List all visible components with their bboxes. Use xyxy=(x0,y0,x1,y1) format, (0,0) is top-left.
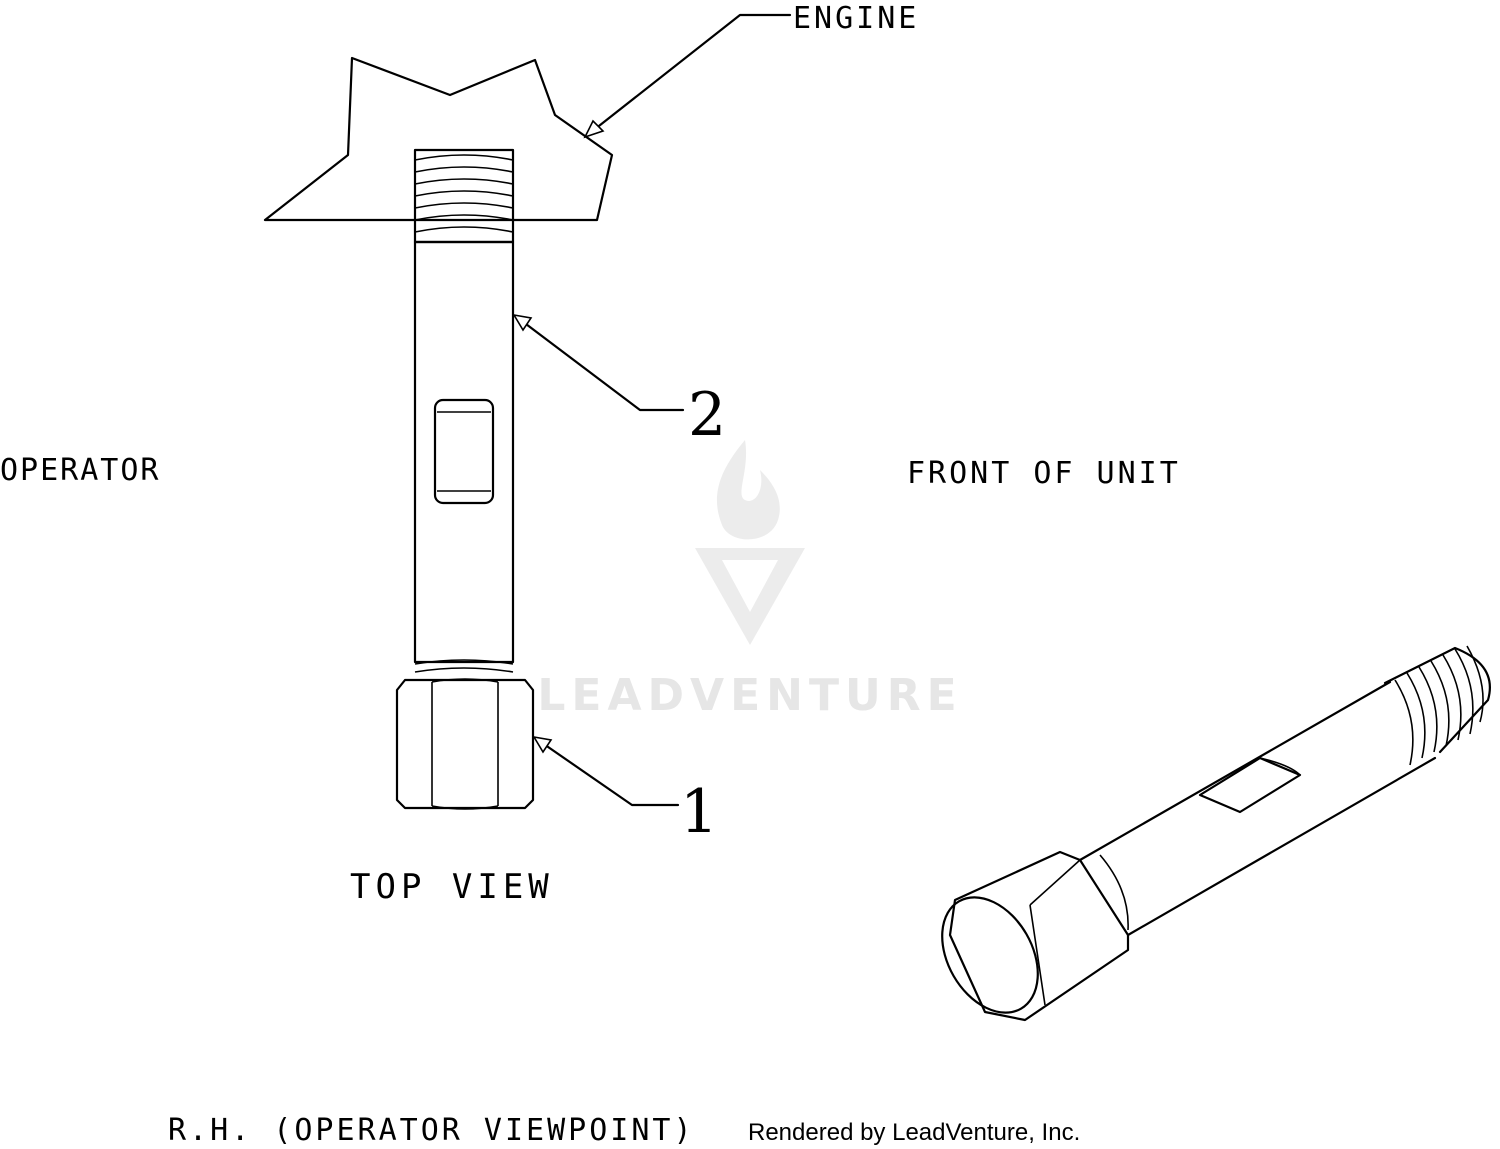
front-of-unit-label: FRONT OF UNIT xyxy=(907,456,1181,491)
callout-2: 2 xyxy=(688,380,726,450)
engine-leader-arrow-icon xyxy=(583,119,605,139)
engine-label: ENGINE xyxy=(793,1,919,36)
part-1-leader-arrow-icon xyxy=(532,735,553,754)
flame-logo-icon xyxy=(716,440,780,540)
leader-lines xyxy=(512,13,792,807)
viewpoint-label: R.H. (OPERATOR VIEWPOINT) xyxy=(168,1113,695,1148)
credit-text: Rendered by LeadVenture, Inc. xyxy=(748,1119,1080,1146)
operator-label: OPERATOR xyxy=(0,453,161,488)
part-2-leader xyxy=(516,316,685,412)
top-view-label: TOP VIEW xyxy=(350,867,554,907)
v-logo-icon xyxy=(695,548,805,645)
part-2-leader-arrow-icon xyxy=(512,313,533,332)
bolt-top-view xyxy=(395,148,535,810)
part-1-leader xyxy=(536,738,680,807)
watermark-text: LEADVENTURE xyxy=(537,670,962,721)
engine-leader xyxy=(588,13,792,135)
callout-1: 1 xyxy=(680,777,718,847)
bolt-isometric-view xyxy=(941,645,1491,1022)
leadventure-watermark: LEADVENTURE xyxy=(537,440,962,721)
engine-outline xyxy=(263,56,614,222)
